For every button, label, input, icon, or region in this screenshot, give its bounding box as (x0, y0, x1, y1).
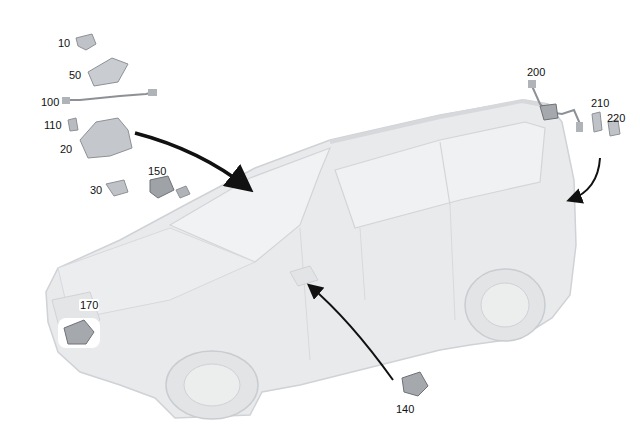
callout-number: 20 (59, 143, 73, 155)
callout-number: 220 (606, 112, 626, 124)
callout-number: 150 (147, 165, 167, 177)
callout-number: 140 (395, 403, 415, 415)
callout-number: 10 (57, 37, 71, 49)
callout-number: 50 (68, 69, 82, 81)
part-10 (76, 34, 96, 50)
callout-number: 200 (526, 66, 546, 78)
callout-number: 110 (43, 119, 63, 131)
callout-number: 100 (40, 96, 60, 108)
callout-number: 30 (89, 184, 103, 196)
callout-number: 170 (79, 299, 99, 311)
callout-number: 210 (590, 97, 610, 109)
